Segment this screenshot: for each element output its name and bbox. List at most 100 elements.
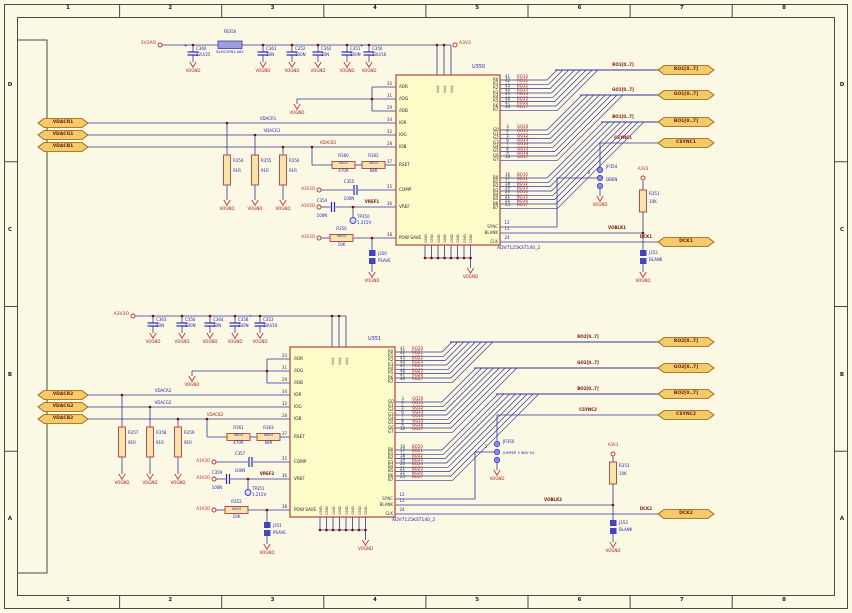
ground-icon (188, 375, 196, 383)
power-port-3v3ao: 3V3AO (140, 40, 156, 46)
resistor-ref: R358 (156, 429, 167, 435)
cap-ref: C351 (350, 45, 361, 51)
net-label-vognd: VOGND (145, 338, 161, 344)
net-label-vognd: VOGND (259, 549, 275, 555)
resistor-val: 91R (233, 167, 241, 173)
resistor-pkg: 0603 (337, 234, 346, 238)
chip-part: ADV7125KST140_2 (497, 246, 541, 251)
jumper-name: PSAVE (378, 257, 391, 263)
jumper-pin (610, 520, 617, 526)
jumper-ref: J350 (378, 250, 387, 256)
jumper-pin (264, 522, 271, 528)
components (118, 40, 647, 536)
port-tag-label: VDACB2 (52, 415, 74, 421)
jumper-ref: J353 (619, 519, 628, 525)
port-tag-label: RO1[0..7] (673, 66, 699, 72)
bus-label: RO2[0..7] (577, 334, 599, 339)
port-tag-label: DCK2 (679, 510, 693, 516)
cap-val: 100N (350, 51, 361, 57)
port-tag (657, 363, 715, 373)
port-tag (657, 65, 715, 75)
frame-col-label: 1 (66, 5, 70, 11)
cap-ref: C359 (211, 469, 223, 475)
frame-col-label: 5 (475, 597, 480, 603)
ferrite-bead (217, 40, 243, 49)
port-tag (657, 237, 715, 247)
net-label-vognd: VOGND (142, 479, 158, 485)
frame-col-label: 2 (168, 5, 173, 11)
jumper-ref: J352 (649, 249, 658, 255)
test-point (244, 489, 252, 496)
resistor (609, 461, 617, 485)
frame-row-label: A (839, 516, 845, 523)
net-label-voblk: VOBLK1 (608, 225, 626, 230)
resistor-ref: R351 (649, 190, 660, 196)
port-tag-label: VDACR2 (52, 391, 74, 397)
resistor-ref: R360 (338, 152, 349, 158)
resistor-pkg: 0603 (339, 161, 348, 165)
cap-val: 10N (266, 51, 275, 57)
cap-ref: C362 (321, 45, 332, 51)
cap-val: 10U/16 (263, 322, 278, 328)
resistor-val: 470R (338, 168, 349, 173)
net-label-vognd: VOGND (275, 205, 291, 211)
port-tag-label: VDACG2 (52, 403, 74, 409)
frame-col-label: 3 (270, 597, 275, 603)
net-label-vognd: VOGND (247, 205, 263, 211)
resistor-ref: R362 (368, 152, 379, 158)
chip-ref: U351 (368, 335, 382, 342)
frame-row-label: B (7, 371, 13, 378)
frame-row-label: D (839, 82, 845, 88)
net-label-vognd: VOGND (605, 547, 621, 553)
power-port-icon (316, 235, 322, 241)
net-label-vognd: VOGND (219, 205, 235, 211)
net-label-voblk: VOBLK2 (544, 497, 562, 502)
frame-col-label: 5 (475, 5, 480, 11)
resistor-val: 10K (649, 198, 657, 204)
net-label-vognd: VOGND (310, 67, 326, 73)
net-label-vognd: VOGND (635, 277, 651, 283)
frame-col-label: 4 (372, 5, 377, 11)
frame-col-label: 8 (782, 597, 786, 603)
cap-val: 100N (316, 213, 328, 218)
net-label-dck: DCK2 (639, 505, 652, 511)
frame-col-label: 8 (782, 5, 786, 11)
port-tag-label: GO2[0..7] (673, 364, 699, 370)
cap-val: 10U/16 (372, 51, 387, 57)
power-port-icon (211, 476, 217, 482)
power-port-icon (316, 187, 322, 193)
frame-row-label: A (7, 516, 13, 523)
jumper-name: BLANK (619, 527, 633, 532)
jumper-pin (596, 166, 604, 174)
net-label-vognd: VOGND (227, 338, 243, 344)
net-label-vognd: VOGND (252, 338, 268, 344)
ground-icon (256, 332, 264, 340)
ground-icon (596, 195, 604, 203)
ground-icon (146, 473, 154, 481)
ground-icon (223, 199, 231, 207)
jumper-ref: J351 (273, 522, 282, 528)
port-tag-label: VDACB1 (52, 143, 74, 149)
net-label-vognd: VOGND (185, 67, 201, 73)
net-label-vognd: VOGND (284, 67, 300, 73)
resistor-val: 91R (156, 439, 164, 445)
power-port-icon (316, 204, 322, 210)
power-port-a3v3o: A3V3O (113, 311, 129, 317)
cap-val: 22U/25 (196, 51, 211, 57)
data-bus-fans (395, 69, 658, 481)
ground-icon (263, 543, 271, 551)
ground-icon (493, 469, 501, 477)
frame-col-label: 3 (270, 5, 275, 11)
cap-val: 10N (156, 322, 165, 328)
cap-ref: C361 (266, 45, 277, 51)
jumper-name: JUMPER 3 WAY SIL (503, 451, 535, 455)
resistor (279, 154, 287, 186)
port-tag (657, 410, 715, 420)
net-label-vognd: VOGND (358, 545, 373, 551)
net-label-dck: DCK1 (639, 233, 652, 239)
frame-col-label: 1 (66, 597, 70, 603)
resistor (223, 154, 231, 186)
net-label: VDACG1 (263, 128, 281, 133)
jumper-pin (493, 448, 501, 456)
ferrite-bead-ref: FB350 (223, 28, 237, 34)
